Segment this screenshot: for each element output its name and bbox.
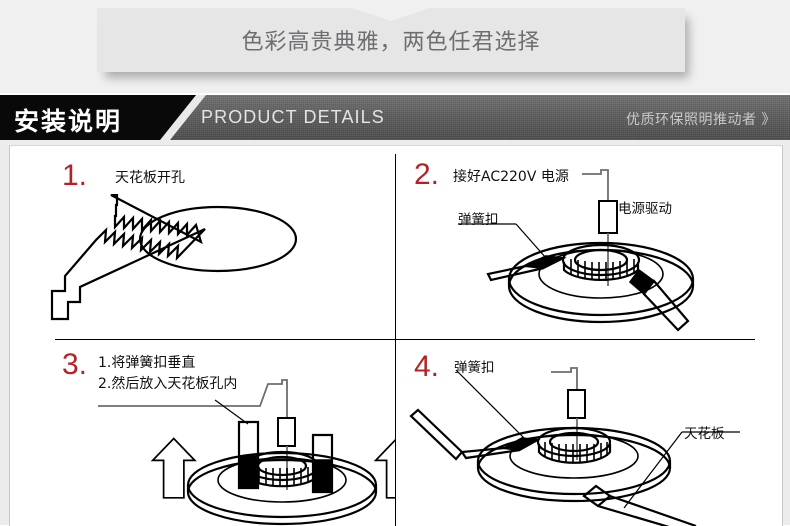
banner-notch-icon bbox=[349, 7, 433, 21]
tagline-banner: 色彩高贵典雅，两色任君选择 bbox=[97, 7, 685, 72]
section-header-bar: 安装说明 PRODUCT DETAILS 优质环保照明推动者 》 bbox=[0, 95, 790, 140]
step-4-callout-ceiling: 天花板 bbox=[684, 426, 725, 442]
step-3-diagram bbox=[98, 379, 395, 526]
step-4-callout-spring-clip: 弹簧扣 bbox=[454, 360, 495, 376]
instructions-frame: 1. 天花板开孔 2. 接好AC220V 电源 弹簧扣 电源驱动 bbox=[9, 145, 783, 526]
instructions-content-area: 1. 天花板开孔 2. 接好AC220V 电源 弹簧扣 电源驱动 bbox=[0, 140, 790, 526]
step-2-callout-power-driver: 电源驱动 bbox=[618, 201, 672, 217]
step-4-panel: 4. 弹簧扣 天花板 bbox=[396, 340, 782, 526]
grid-vertical-divider bbox=[395, 154, 396, 526]
step-1-saw-icon bbox=[50, 227, 206, 321]
header-slogan: 优质环保照明推动者 》 bbox=[626, 112, 776, 128]
step-3-title-line-1: 1.将弹簧扣垂直 bbox=[98, 355, 196, 371]
step-1-panel: 1. 天花板开孔 bbox=[10, 146, 395, 339]
step-3-number: 3. bbox=[62, 348, 88, 381]
section-title-cn: 安装说明 bbox=[14, 107, 123, 136]
grid-horizontal-divider bbox=[55, 339, 755, 340]
step-1-title: 天花板开孔 bbox=[115, 170, 185, 186]
step-3-panel: 3. 1.将弹簧扣垂直 2.然后放入天花板孔内 bbox=[10, 340, 395, 526]
header-black-tab bbox=[0, 95, 196, 140]
section-title-en: PRODUCT DETAILS bbox=[201, 107, 385, 127]
step-2-number: 2. bbox=[414, 158, 440, 191]
tagline-text: 色彩高贵典雅，两色任君选择 bbox=[241, 30, 541, 55]
step-4-diagram bbox=[409, 367, 740, 526]
step-2-diagram bbox=[458, 169, 695, 332]
top-banner-zone: 色彩高贵典雅，两色任君选择 bbox=[0, 0, 790, 93]
step-3-title-line-2: 2.然后放入天花板孔内 bbox=[98, 376, 238, 392]
step-2-title: 接好AC220V 电源 bbox=[453, 169, 569, 185]
step-2-panel: 2. 接好AC220V 电源 弹簧扣 电源驱动 bbox=[396, 146, 782, 339]
step-4-number: 4. bbox=[414, 350, 440, 383]
step-1-number: 1. bbox=[62, 159, 88, 192]
